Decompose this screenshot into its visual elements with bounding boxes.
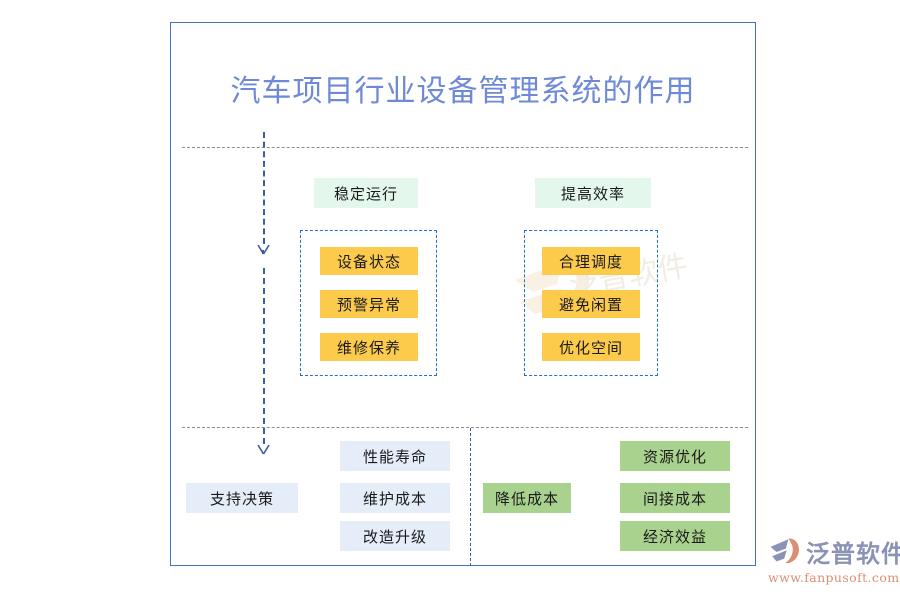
brand-logo[interactable]: 泛普软件 www.fanpusoft.com (768, 534, 900, 590)
bottom-item-maintenance-cost[interactable]: 维护成本 (340, 483, 450, 513)
branch-item-label: 合理调度 (558, 253, 623, 271)
branch-item-label: 维修保养 (336, 339, 401, 357)
divider-upper (182, 147, 748, 148)
divider-lower (182, 427, 748, 428)
diagram-title: 汽车项目行业设备管理系统的作用 (230, 74, 696, 109)
branch-group-stable-operation (300, 230, 437, 376)
bottom-item-economic-benefit[interactable]: 经济效益 (620, 521, 730, 551)
branch-header-stable-operation[interactable]: 稳定运行 (314, 178, 418, 208)
flow-arrow-upper-icon (257, 244, 270, 255)
branch-header-label: 稳定运行 (333, 185, 398, 203)
branch-header-improve-efficiency[interactable]: 提高效率 (535, 178, 651, 208)
fanpu-logo-icon (770, 537, 799, 563)
brand-logo-url: www.fanpusoft.com (768, 570, 900, 585)
brand-logo-row: 泛普软件 (768, 534, 900, 569)
branch-item-rational-scheduling[interactable]: 合理调度 (542, 247, 640, 275)
bottom-header-label: 降低成本 (494, 490, 559, 508)
branch-item-optimize-space[interactable]: 优化空间 (542, 333, 640, 361)
branch-item-label: 设备状态 (336, 253, 401, 271)
bottom-column-divider (470, 428, 471, 566)
bottom-item-label: 经济效益 (642, 528, 707, 546)
bottom-header-reduce-cost[interactable]: 降低成本 (483, 483, 571, 513)
branch-item-label: 优化空间 (558, 339, 623, 357)
bottom-item-label: 性能寿命 (362, 448, 427, 466)
flow-line-upper (263, 132, 265, 244)
branch-item-equipment-status[interactable]: 设备状态 (320, 247, 418, 275)
branch-item-avoid-idle[interactable]: 避免闲置 (542, 290, 640, 318)
bottom-header-support-decision[interactable]: 支持决策 (186, 483, 298, 513)
bottom-item-resource-optimization[interactable]: 资源优化 (620, 441, 730, 471)
diagram-frame (170, 22, 756, 566)
branch-item-warning-abnormal[interactable]: 预警异常 (320, 290, 418, 318)
bottom-item-indirect-cost[interactable]: 间接成本 (620, 483, 730, 513)
bottom-item-performance-lifespan[interactable]: 性能寿命 (340, 441, 450, 471)
flow-arrow-lower-icon (257, 444, 270, 455)
bottom-header-label: 支持决策 (209, 490, 274, 508)
branch-item-label: 预警异常 (336, 296, 401, 314)
bottom-item-label: 维护成本 (362, 490, 427, 508)
brand-logo-name: 泛普软件 (806, 540, 900, 568)
bottom-item-label: 间接成本 (642, 490, 707, 508)
branch-header-label: 提高效率 (560, 185, 625, 203)
flow-line-lower (263, 268, 265, 444)
branch-item-label: 避免闲置 (558, 296, 623, 314)
bottom-item-retrofit-upgrade[interactable]: 改造升级 (340, 521, 450, 551)
bottom-item-label: 资源优化 (642, 448, 707, 466)
bottom-item-label: 改造升级 (362, 528, 427, 546)
branch-item-maintenance[interactable]: 维修保养 (320, 333, 418, 361)
branch-group-improve-efficiency (524, 230, 658, 376)
